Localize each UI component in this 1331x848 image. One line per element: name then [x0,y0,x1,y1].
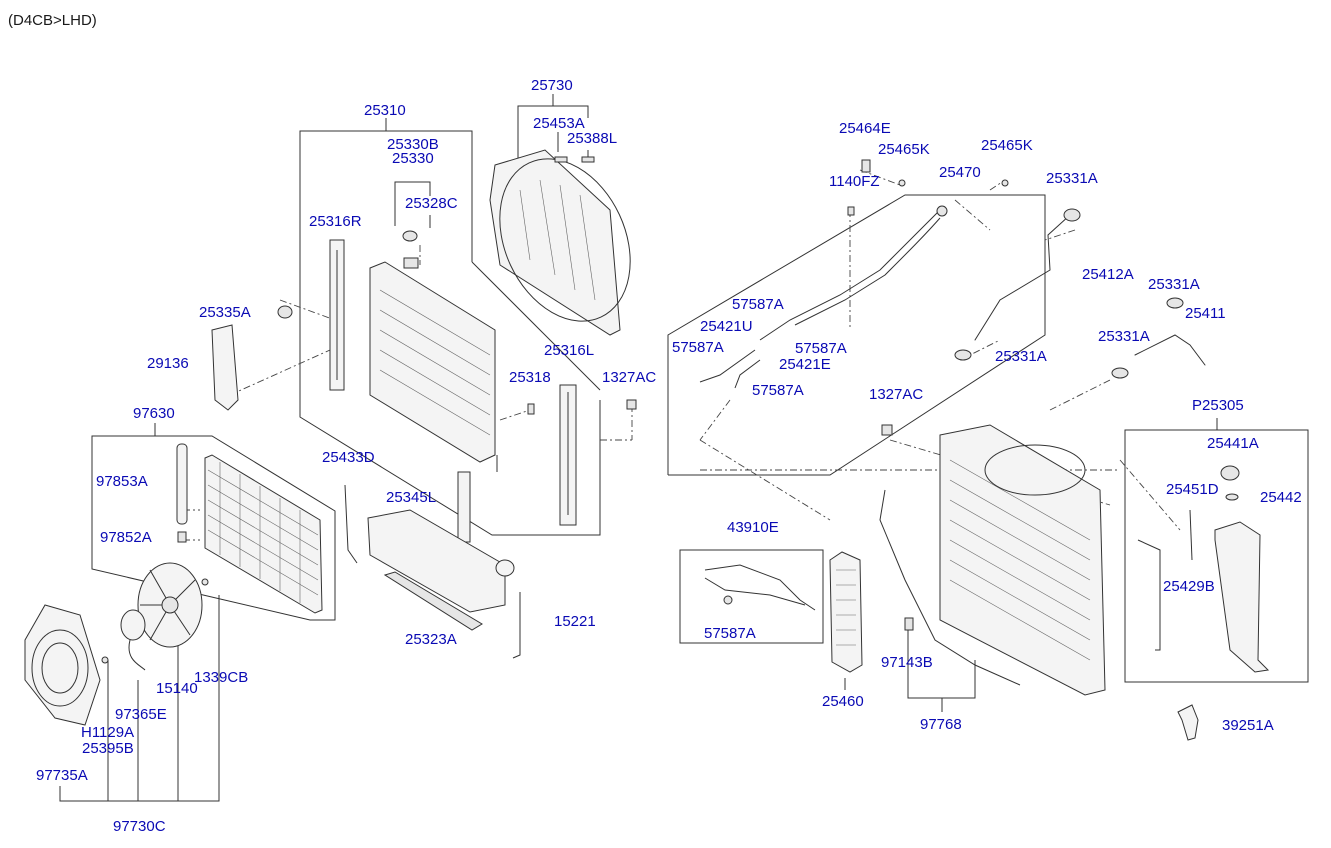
nut-part [881,424,893,436]
fan-shroud-small [24,604,101,726]
part-label-P25305[interactable]: P25305 [1192,397,1244,414]
part-label-25328C[interactable]: 25328C [405,195,458,212]
part-label-39251A[interactable]: 39251A [1222,717,1274,734]
part-label-25331A-2[interactable]: 25331A [1148,276,1200,293]
part-label-25465K[interactable]: 25465K [878,141,930,158]
part-label-25335A[interactable]: 25335A [199,304,251,321]
air-guide [367,509,515,631]
part-label-25318[interactable]: 25318 [509,369,551,386]
oil-pipe-assembly [699,159,1009,389]
part-label-97852A[interactable]: 97852A [100,529,152,546]
part-label-25453A[interactable]: 25453A [533,115,585,132]
reservoir-tank [1137,465,1270,673]
radiator-assembly [939,424,1106,696]
condenser [204,454,323,614]
part-label-57587A-2[interactable]: 57587A [672,339,724,356]
part-label-25441A[interactable]: 25441A [1207,435,1259,452]
nut-part [626,399,637,410]
part-label-1327AC[interactable]: 1327AC [602,369,657,386]
bracket-part [457,471,471,543]
part-label-29136[interactable]: 29136 [147,355,189,372]
bracket-part [1177,704,1199,741]
part-label-15140[interactable]: 15140 [156,680,198,697]
part-label-43910E[interactable]: 43910E [727,519,779,536]
part-label-25442[interactable]: 25442 [1260,489,1302,506]
cooler-hoses [704,564,816,611]
receiver-drier [176,443,188,525]
part-label-25323A[interactable]: 25323A [405,631,457,648]
part-label-1140FZ[interactable]: 1140FZ [829,173,880,190]
cooler-line [879,489,1021,686]
clip-part [904,617,914,631]
part-label-25331A[interactable]: 25331A [1046,170,1098,187]
part-label-25330B[interactable]: 25330B [387,136,439,153]
part-label-25730[interactable]: 25730 [531,77,573,94]
part-label-25316R[interactable]: 25316R [309,213,362,230]
part-label-97143B[interactable]: 97143B [881,654,933,671]
part-label-25345L[interactable]: 25345L [386,489,437,506]
bracket-lines [59,94,1309,802]
part-label-57587A-4[interactable]: 57587A [752,382,804,399]
part-label-97630[interactable]: 97630 [133,405,175,422]
part-label-25316L[interactable]: 25316L [544,342,595,359]
side-bracket-l [559,384,577,526]
part-label-25411[interactable]: 25411 [1185,305,1226,322]
guard-part [211,324,239,411]
part-label-25421E[interactable]: 25421E [779,356,831,373]
part-label-97365E[interactable]: 97365E [115,706,167,723]
lower-hose [1134,334,1206,366]
part-label-25331A-4[interactable]: 25331A [995,348,1047,365]
model-label: (D4CB>LHD) [8,12,97,29]
part-label-57587A-5[interactable]: 57587A [704,625,756,642]
hose-part [344,484,358,564]
part-label-97768[interactable]: 97768 [920,716,962,733]
part-label-1327AC-2[interactable]: 1327AC [869,386,924,403]
clamp-part [1063,208,1081,222]
part-label-25460[interactable]: 25460 [822,693,864,710]
tube-part [512,592,521,659]
part-label-25330[interactable]: 25330 [392,150,434,167]
part-label-25429B[interactable]: 25429B [1163,578,1215,595]
part-label-H1129A[interactable]: H1129A [81,724,135,741]
part-label-1339CB[interactable]: 1339CB [194,669,249,686]
side-bracket-r [329,239,345,391]
fan-shroud [489,149,631,336]
radiator [369,230,498,472]
bolt-part [527,403,535,415]
part-label-97730C[interactable]: 97730C [113,818,166,835]
clamp-part [1166,297,1184,309]
fan-assembly [101,562,209,671]
upper-hose [974,214,1071,341]
clamp-part [1111,367,1129,379]
part-label-25464E[interactable]: 25464E [839,120,891,137]
part-label-25470[interactable]: 25470 [939,164,981,181]
part-label-15221[interactable]: 15221 [554,613,596,630]
clamp-part [954,349,972,361]
part-label-25395B[interactable]: 25395B [82,740,134,757]
part-label-25331A-3[interactable]: 25331A [1098,328,1150,345]
part-label-25412A[interactable]: 25412A [1082,266,1134,283]
part-label-25433D[interactable]: 25433D [322,449,375,466]
part-label-57587A[interactable]: 57587A [732,296,784,313]
part-label-97853A[interactable]: 97853A [96,473,148,490]
drier-cap [177,531,187,543]
part-label-25421U[interactable]: 25421U [700,318,753,335]
part-label-25388L[interactable]: 25388L [567,130,618,147]
part-label-97735A[interactable]: 97735A [36,767,88,784]
oil-cooler [829,551,863,673]
part-label-25451D[interactable]: 25451D [1166,481,1219,498]
bush-part [277,305,293,319]
part-label-25465K-2[interactable]: 25465K [981,137,1033,154]
part-label-57587A-3[interactable]: 57587A [795,340,847,357]
part-label-25310[interactable]: 25310 [364,102,406,119]
